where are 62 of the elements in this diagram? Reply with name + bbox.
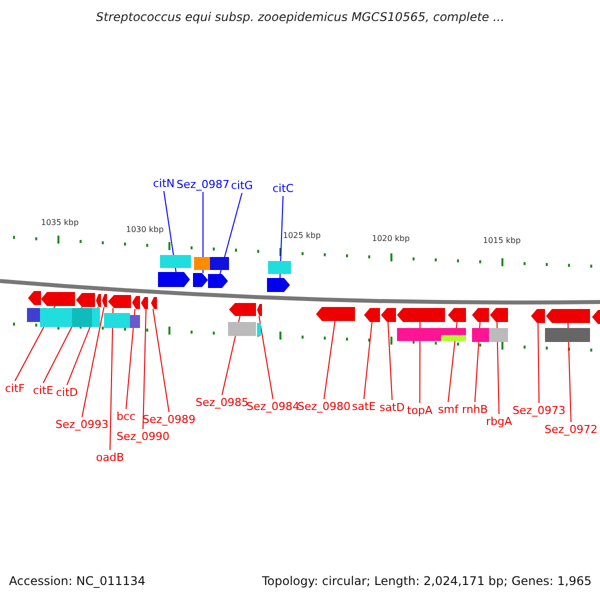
gene-feature: [592, 310, 600, 324]
leader-line: [280, 196, 284, 278]
scale-label: 1025 kbp: [283, 230, 321, 242]
leader-line: [388, 322, 393, 400]
gene-name: citG: [231, 179, 253, 192]
gene-feature: [472, 308, 489, 322]
scale-label: 1035 kbp: [41, 217, 79, 229]
gene-name: rnhB: [462, 403, 488, 416]
leader-line: [538, 322, 540, 404]
gene-feature: [364, 308, 380, 322]
leader-line: [110, 308, 114, 450]
leader-line: [42, 306, 82, 384]
gene-name: satD: [380, 401, 405, 414]
gene-feature: [158, 272, 190, 287]
leader-line: [142, 308, 146, 430]
gene-feature: [151, 297, 157, 309]
gene-name: citC: [272, 182, 294, 195]
gene-name: smf: [438, 403, 458, 416]
gene-name: Sez_0984: [246, 400, 300, 413]
leader-line: [474, 322, 480, 402]
gene-name: oadB: [96, 451, 124, 464]
gene-feature: [208, 274, 228, 288]
gene-name: citF: [5, 382, 25, 395]
gene-name: Sez_0987: [176, 178, 230, 191]
info-text: Topology: circular; Length: 2,024,171 bp; Genes: 1,965: [262, 575, 592, 588]
gene-name: citD: [56, 386, 78, 399]
gene-feature: [531, 309, 545, 323]
leader-line: [82, 306, 104, 418]
leader-line: [152, 308, 170, 412]
leader-line: [126, 308, 136, 410]
leader-line: [568, 322, 572, 422]
gene-name: citE: [33, 384, 54, 397]
gene-feature: [141, 297, 148, 309]
gene-name: bcc: [116, 410, 136, 423]
gene-feature: [267, 278, 290, 292]
gene-name: Sez_0989: [142, 413, 196, 426]
gene-name: citN: [153, 177, 175, 190]
gene-feature: [490, 308, 508, 322]
leader-line: [324, 320, 336, 400]
scale-label: 1020 kbp: [372, 233, 410, 245]
gene-feature: [448, 308, 466, 322]
scale-label: 1030 kbp: [126, 224, 164, 236]
gene-feature: [316, 307, 355, 321]
gene-name: rbgA: [486, 415, 512, 428]
gene-name: Sez_0993: [56, 418, 109, 431]
gene-name: Sez_0990: [116, 430, 170, 443]
leader-line: [258, 316, 274, 400]
title: Streptococcus equi subsp. zooepidemicus MGCS10565, complete ...: [96, 11, 504, 24]
gene-feature: [381, 308, 396, 322]
gene-name: satE: [352, 400, 376, 413]
leader-line: [363, 322, 372, 400]
gene-name: Sez_0972: [544, 423, 598, 436]
gene-name: Sez_0973: [512, 404, 566, 417]
gene-name: topA: [407, 404, 433, 417]
leader-line: [496, 322, 500, 414]
gene-name: Sez_0985: [196, 396, 249, 409]
info-text: Accession: NC_011134: [9, 575, 146, 588]
gene-name: Sez_0980: [298, 400, 351, 413]
leader-line: [220, 192, 242, 274]
leader-line: [202, 192, 204, 274]
gene-feature: [193, 273, 208, 287]
scale-label: 1015 kbp: [483, 235, 521, 247]
